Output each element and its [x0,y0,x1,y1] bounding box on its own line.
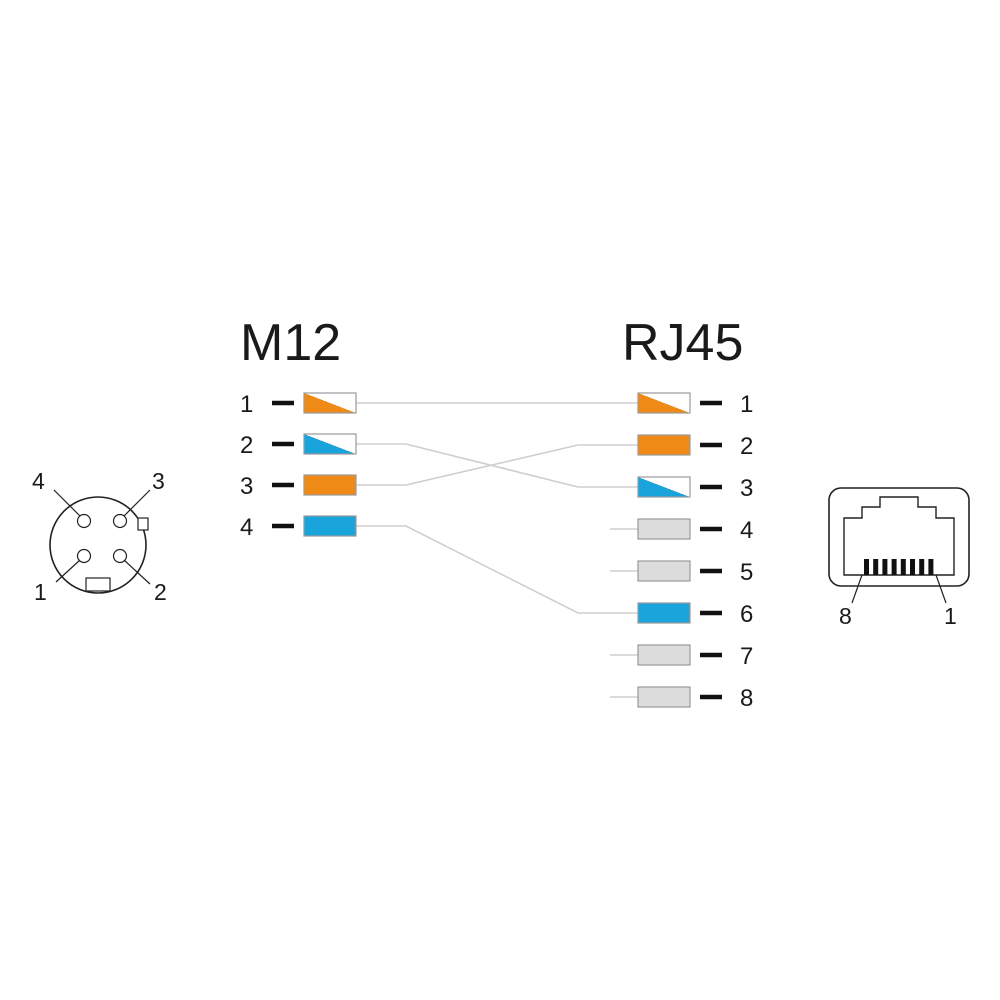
rj45-contact [882,559,888,575]
rj45-title: RJ45 [622,314,743,372]
rj45-wire-color-box [637,476,691,498]
m12-pin-label: 2 [240,432,253,459]
rj45-contact [900,559,906,575]
m12-pin-label: 4 [240,514,253,541]
rj45-wire-color-box [637,686,691,708]
m12-wire-color-box [303,515,357,537]
rj45-contact [919,559,925,575]
rj45-pin-label: 4 [740,517,753,544]
m12-face-pin-3 [112,513,128,529]
rj45-face-label-1: 1 [944,603,957,629]
m12-face-label-1: 1 [34,579,47,605]
m12-face-pin-2 [112,548,128,564]
rj45-pin-label: 6 [740,601,753,628]
rj45-contacts [864,559,934,575]
rj45-wire-color-box [637,560,691,582]
rj45-pin-label: 8 [740,685,753,712]
m12-leader-1 [55,559,81,583]
m12-wire-color-box [303,474,357,496]
m12-pin-list: 1 2 3 4 [240,391,357,541]
rj45-contact [864,559,869,575]
m12-face-pin-1 [76,548,92,564]
rj45-contact [928,559,934,575]
rj45-socket-opening [843,496,955,576]
rj45-pin-label: 1 [740,391,753,418]
wire-m12-2-rj45-3 [356,443,638,488]
rj45-contact [873,559,879,575]
m12-face-notch [85,577,111,592]
m12-leader-3 [123,489,151,517]
rj45-wire-color-box [637,602,691,624]
m12-pin-row: 1 [240,391,357,418]
m12-pin-label: 3 [240,473,253,500]
m12-leader-4 [53,489,81,517]
rj45-pin-row: 4 [610,517,753,544]
rj45-pin-label: 7 [740,643,753,670]
m12-pin-row: 2 [240,432,357,459]
m12-leader-2 [123,559,151,585]
rj45-wire-color-box [637,644,691,666]
wire-m12-3-rj45-2 [356,444,638,486]
rj45-wire-color-box [637,518,691,540]
m12-face-label-4: 4 [32,468,45,494]
wire-group [356,402,638,614]
m12-pin-row: 4 [240,514,357,541]
m12-face-pin-4 [76,513,92,529]
m12-wire-color-box [303,433,357,455]
m12-pin-row: 3 [240,473,357,500]
wire-m12-4-rj45-6 [356,525,638,614]
rj45-socket-icon: 8 1 [828,487,970,629]
rj45-pin-row: 3 [637,475,753,502]
rj45-contact [891,559,897,575]
m12-coding-key [137,517,149,531]
m12-wire-color-box [303,392,357,414]
rj45-pin-label: 3 [740,475,753,502]
rj45-pin-row: 8 [610,685,753,712]
rj45-contact [910,559,915,575]
rj45-face-label-8: 8 [839,603,852,629]
rj45-pin-list: 1 2 3 4 5 6 7 8 [610,391,753,712]
rj45-pin-label: 5 [740,559,753,586]
m12-face-label-3: 3 [152,468,165,494]
m12-face-label-2: 2 [154,579,167,605]
rj45-leader-1 [935,574,947,604]
rj45-pin-label: 2 [740,433,753,460]
rj45-leader-8 [851,574,863,604]
rj45-pin-row: 1 [637,391,753,418]
m12-pin-label: 1 [240,391,253,418]
rj45-pin-row: 7 [610,643,753,670]
rj45-pin-row: 5 [610,559,753,586]
m12-face-icon: 4 3 1 2 [32,468,167,605]
m12-title: M12 [240,314,341,372]
rj45-wire-color-box [637,434,691,456]
rj45-pin-row: 2 [637,433,753,460]
rj45-pin-row: 6 [637,601,753,628]
rj45-wire-color-box [637,392,691,414]
